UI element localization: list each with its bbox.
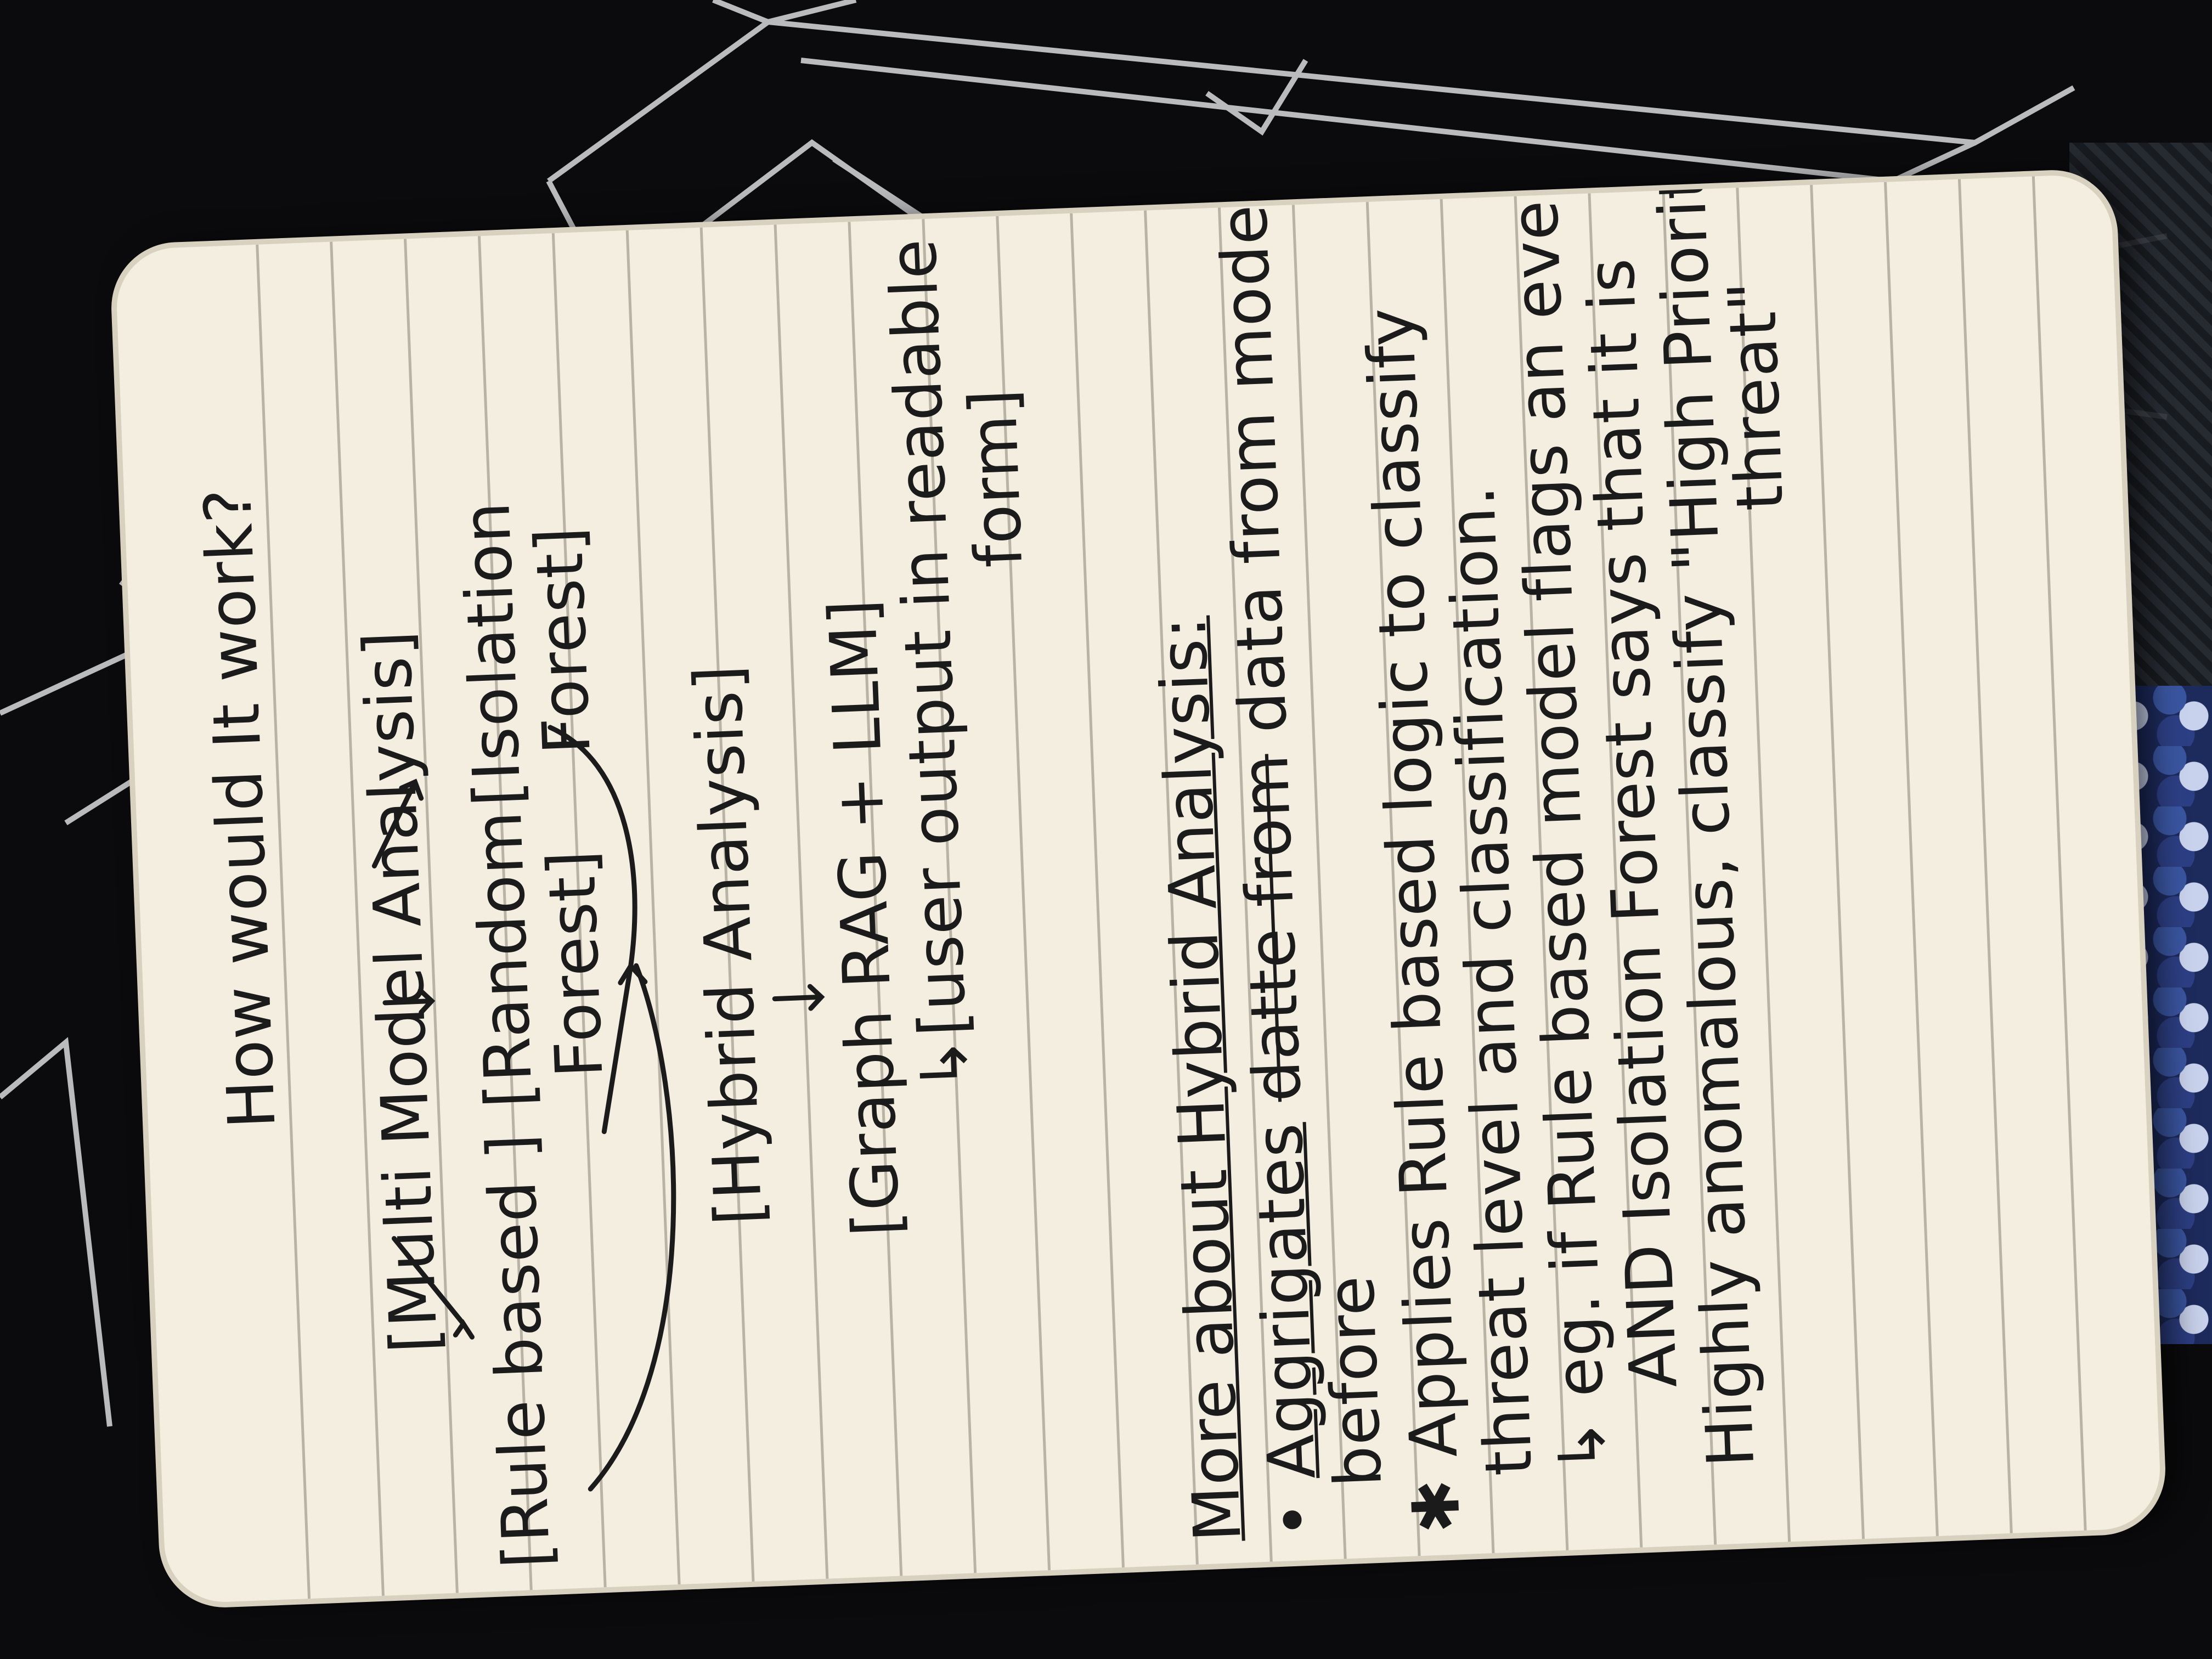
note-bullet1-struck: datte from bbox=[1226, 752, 1316, 1104]
node-user-output-line2: form] bbox=[954, 387, 1037, 569]
arrow-rule-to-hybrid bbox=[588, 963, 676, 1492]
notebook-page: How would It work? [Multi Model Analysis… bbox=[114, 173, 2163, 1604]
arrow-to-isolation-forest bbox=[371, 779, 418, 868]
note-bullet2-line6: threat" bbox=[1713, 279, 1798, 512]
node-isolation-line2: Forest] bbox=[520, 525, 605, 756]
arrow-to-rule-based bbox=[391, 1236, 466, 1327]
note-bullet1-line2: before bbox=[1312, 1274, 1397, 1489]
bullet-marker: ✱ bbox=[1396, 1456, 1475, 1535]
arrow-isolation-to-hybrid bbox=[548, 725, 637, 969]
arrow-to-random-forest bbox=[382, 998, 432, 1006]
arrow-random-to-hybrid bbox=[601, 963, 634, 1135]
ruled-lines bbox=[256, 176, 2087, 1599]
arrow-hybrid-to-graph bbox=[772, 995, 821, 1002]
diagram-arrows bbox=[371, 725, 825, 1492]
node-random-forest-line2: Forest] bbox=[533, 848, 618, 1080]
